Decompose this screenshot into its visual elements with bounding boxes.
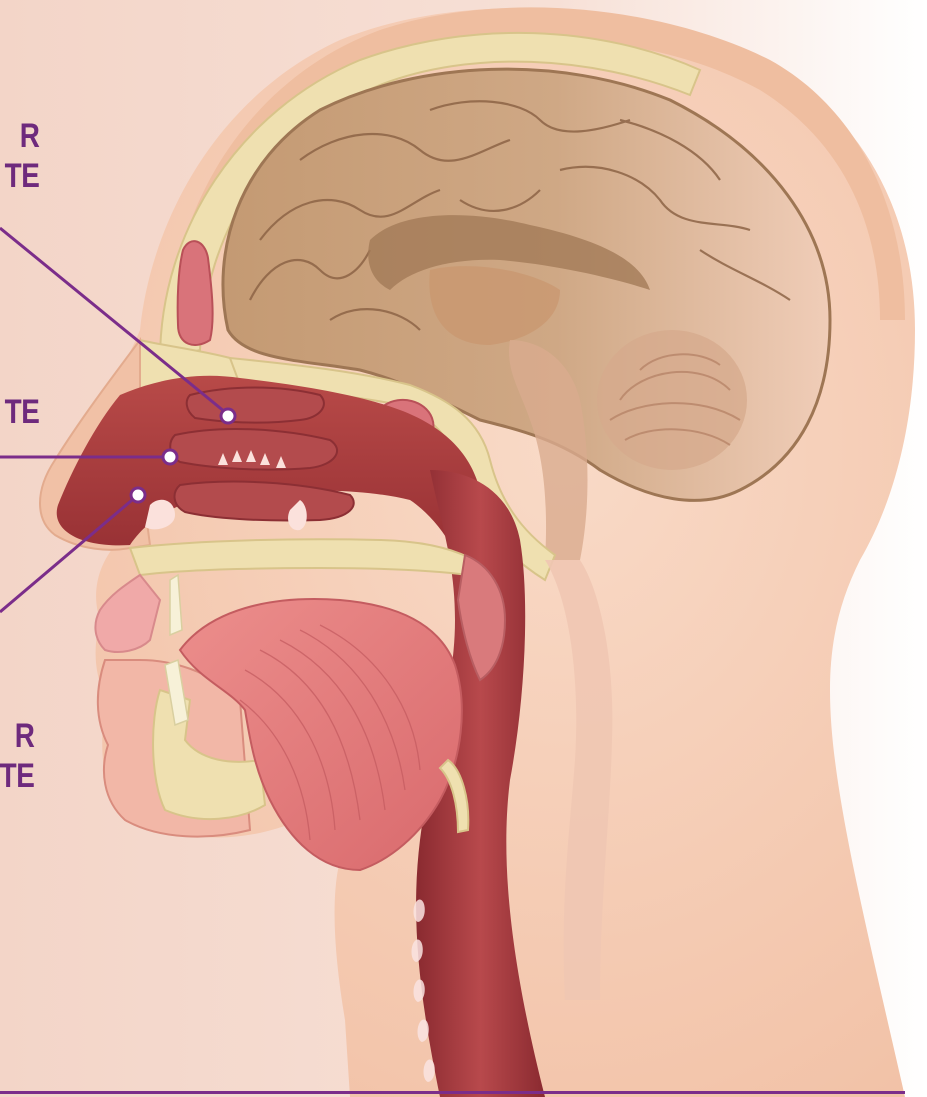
label-middle-line-1: TE	[4, 392, 39, 432]
label-bottom-line-1: R	[0, 716, 34, 756]
label-middle: TE	[4, 392, 39, 432]
cerebellum	[597, 330, 747, 470]
leader-dot-top	[221, 409, 235, 423]
label-top: R TE	[4, 116, 39, 196]
label-top-line-1: R	[4, 116, 39, 156]
leader-dot-bottom	[131, 488, 145, 502]
label-bottom-line-2: TE	[0, 756, 34, 796]
leader-dot-middle	[163, 450, 177, 464]
bottom-rule	[0, 1091, 905, 1094]
frontal-sinus	[178, 241, 213, 345]
label-bottom: R TE	[0, 716, 34, 796]
label-top-line-2: TE	[4, 156, 39, 196]
